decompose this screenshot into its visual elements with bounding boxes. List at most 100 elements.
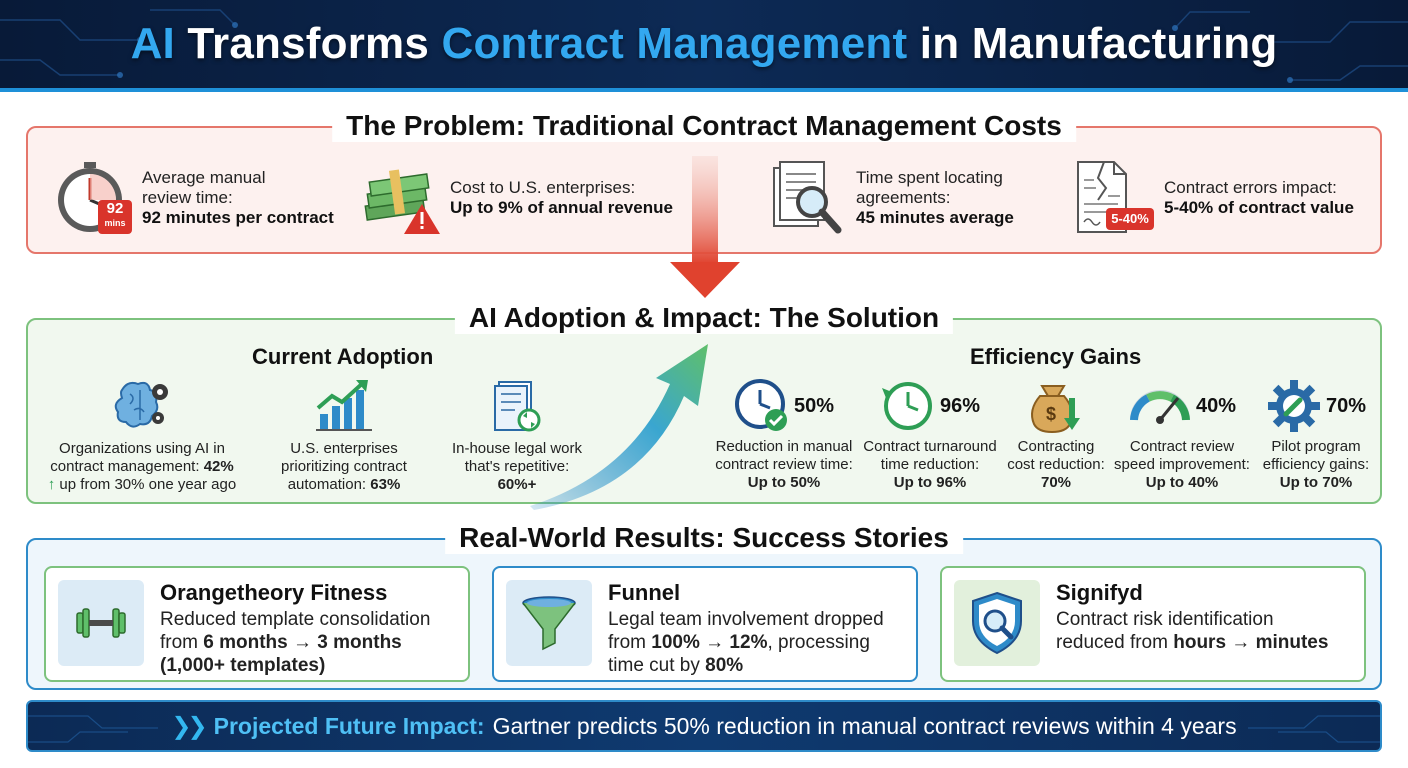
efficiency-text-4b: speed improvement: — [1114, 456, 1250, 473]
footer-circuit-decoration — [28, 715, 1380, 743]
stat-value: 92 minutes per contract — [142, 208, 334, 227]
document-refresh-icon — [487, 378, 547, 434]
solution-panel: AI Adoption & Impact: The Solution Curre… — [26, 302, 1382, 504]
efficiency-heading: Efficiency Gains — [970, 344, 1142, 369]
efficiency-value-1: Up to 50% — [747, 474, 821, 491]
stat-value: 45 minutes average — [856, 208, 1014, 227]
stat-contract-errors: 5-40% Contract errors impact:5-40% of co… — [1074, 160, 1354, 236]
story-name-1: Orangetheory Fitness — [160, 580, 388, 605]
adoption-text-2b: prioritizing contract — [281, 458, 407, 475]
gear-wrench-icon — [1267, 380, 1320, 432]
clock-cycle-icon — [881, 382, 932, 430]
review-time-badge: 92 mins — [98, 200, 132, 234]
stories-panel: Real-World Results: Success Stories Oran… — [26, 522, 1382, 690]
adoption-item-enterprise-priority: U.S. enterprises prioritizing contract a… — [264, 378, 424, 494]
efficiency-text-5b: efficiency gains: — [1262, 456, 1370, 473]
story-highlight-3: hours → minutes — [1173, 632, 1329, 653]
dumbbell-icon — [58, 580, 144, 666]
story-highlight-1: 6 months → 3 months — [203, 632, 402, 653]
story-text-3b: reduced from — [1056, 632, 1174, 653]
brain-gear-icon — [112, 378, 172, 434]
header-banner: AI Transforms Contract Management in Man… — [0, 0, 1408, 92]
efficiency-text-5a: Pilot program — [1271, 438, 1361, 455]
story-name-2: Funnel — [608, 580, 681, 605]
story-text-2c: , processing — [767, 632, 870, 653]
efficiency-text-3b: cost reduction: — [1007, 456, 1105, 473]
story-text-1b: from — [160, 632, 204, 653]
adoption-value-2: 63% — [370, 476, 401, 493]
efficiency-value-2: Up to 96% — [893, 474, 967, 491]
efficiency-item-pilot: 70% Pilot program efficiency gains: Up t… — [1256, 378, 1376, 492]
adoption-note-1: up from 30% one year ago — [55, 476, 237, 493]
story-card-orangetheory: Orangetheory Fitness Reduced template co… — [44, 566, 470, 682]
efficiency-item-turnaround: 96% Contract turnaround time reduction: … — [858, 378, 1002, 492]
story-text-2a: Legal team involvement dropped — [608, 609, 884, 630]
adoption-text-3b: that's repetitive: — [464, 458, 570, 475]
efficiency-text-4a: Contract review — [1129, 438, 1235, 455]
efficiency-pct-5: 70% — [1325, 395, 1367, 417]
story-text-2b: from — [608, 632, 652, 653]
story-text-1a: Reduced template consolidation — [160, 609, 431, 630]
efficiency-item-cost: $ Contracting cost reduction: 70% — [1004, 378, 1108, 492]
footer-text: Gartner predicts 50% reduction in manual… — [492, 712, 1237, 739]
stat-label: Contract errors impact: — [1164, 178, 1337, 197]
footer-label: Projected Future Impact: — [213, 712, 485, 739]
adoption-text-1b: contract management: — [50, 458, 204, 475]
stat-label: Time spent locating agreements: — [856, 168, 1003, 207]
efficiency-pct-1: 50% — [793, 395, 835, 417]
adoption-text-1a: Organizations using AI in — [59, 440, 225, 457]
adoption-item-repetitive-work: In-house legal work that's repetitive: 6… — [432, 378, 602, 494]
efficiency-item-review-time: 50% Reduction in manual contract review … — [712, 378, 856, 492]
stat-value: 5-40% of contract value — [1164, 198, 1354, 217]
story-text-3a: Contract risk identification — [1056, 609, 1274, 630]
growth-chart-icon — [314, 378, 374, 434]
stat-review-time: 92 mins Average manual review time:92 mi… — [54, 160, 334, 236]
efficiency-text-2a: Contract turnaround — [863, 438, 997, 455]
shield-search-icon — [954, 580, 1040, 666]
stat-label: Cost to U.S. enterprises: — [450, 178, 636, 197]
adoption-heading: Current Adoption — [252, 344, 434, 369]
chevron-right-icon: ❯❯ — [171, 712, 207, 740]
stopwatch-icon: 92 mins — [54, 160, 132, 236]
efficiency-text-2b: time reduction: — [880, 456, 980, 473]
svg-text:$: $ — [1046, 404, 1056, 424]
stat-value: Up to 9% of annual revenue — [450, 198, 673, 217]
error-badge: 5-40% — [1106, 208, 1154, 230]
efficiency-pct-4: 40% — [1195, 395, 1237, 417]
stories-title: Real-World Results: Success Stories — [445, 522, 963, 554]
money-bag-down-icon: $ — [1031, 385, 1080, 434]
story-card-funnel: Funnel Legal team involvement dropped fr… — [492, 566, 918, 682]
story-highlight-2b: 80% — [705, 655, 744, 676]
problem-title: The Problem: Traditional Contract Manage… — [332, 110, 1076, 142]
footer-banner: ❯❯ Projected Future Impact: Gartner pred… — [26, 700, 1382, 752]
adoption-value-1: 42% — [203, 458, 234, 475]
flow-up-arrow — [530, 344, 708, 510]
document-search-icon — [768, 160, 844, 236]
efficiency-pct-2: 96% — [939, 395, 981, 417]
adoption-text-2a: U.S. enterprises — [290, 440, 398, 457]
solution-title: AI Adoption & Impact: The Solution — [454, 302, 954, 334]
adoption-item-ai-usage: Organizations using AI in contract manag… — [42, 378, 242, 494]
story-name-3: Signifyd — [1056, 580, 1143, 605]
speedometer-icon — [1129, 390, 1190, 424]
flow-down-arrow — [670, 156, 740, 298]
funnel-icon — [506, 580, 592, 666]
circuit-decoration — [0, 9, 1408, 83]
page-title: AI Transforms Contract Management in Man… — [130, 19, 1278, 68]
efficiency-text-3a: Contracting — [1017, 438, 1095, 455]
up-arrow-icon: ↑ — [47, 476, 56, 493]
adoption-text-3a: In-house legal work — [451, 440, 583, 457]
clock-check-icon — [734, 379, 787, 431]
story-card-signifyd: Signifyd Contract risk identification re… — [940, 566, 1366, 682]
stat-locating-time: Time spent locating agreements:45 minute… — [768, 160, 1026, 236]
money-stack-warning-icon — [362, 160, 440, 236]
adoption-value-3: 60%+ — [497, 476, 537, 493]
efficiency-value-5: Up to 70% — [1279, 474, 1353, 491]
story-text-2d: time cut by — [608, 655, 706, 676]
efficiency-value-4: Up to 40% — [1145, 474, 1219, 491]
stat-label: Average manual review time: — [142, 168, 266, 207]
stat-enterprise-cost: Cost to U.S. enterprises:Up to 9% of ann… — [362, 160, 673, 236]
efficiency-value-3: 70% — [1040, 474, 1072, 491]
efficiency-text-1a: Reduction in manual — [715, 438, 853, 455]
adoption-text-2c: automation: — [287, 476, 371, 493]
